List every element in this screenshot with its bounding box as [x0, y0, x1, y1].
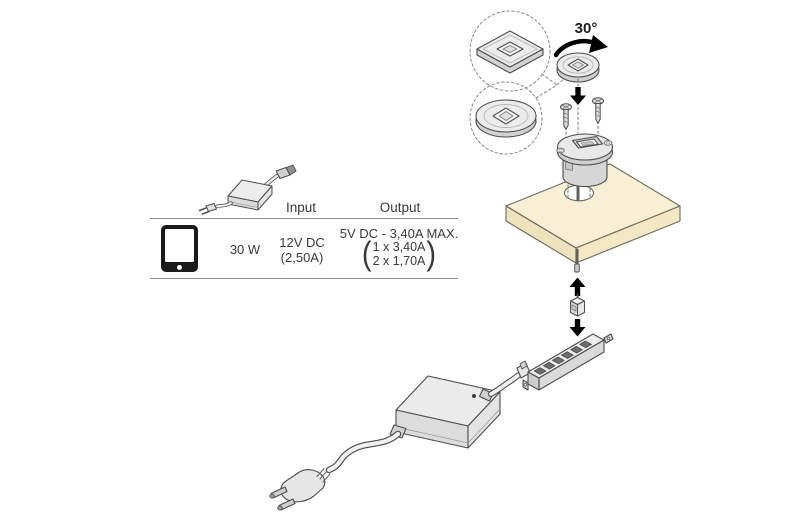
down-arrow-icon [569, 319, 586, 337]
down-arrow-icon [570, 87, 586, 105]
distribution-block-icon [516, 333, 614, 391]
rotation-arrow-icon [553, 35, 608, 58]
cable-icon [574, 248, 580, 273]
output-options: ( 1 x 3,40A 2 x 1,70A ) [336, 235, 462, 273]
tablet-screen [165, 229, 194, 262]
eu-plug-icon [269, 468, 331, 511]
input-voltage: 12V DC [279, 235, 325, 250]
mounting-board-icon [505, 163, 681, 264]
input-value: 12V DC (2,50A) [267, 235, 337, 265]
square-faceplate-icon [476, 30, 544, 74]
table-rule-top [150, 218, 458, 220]
up-arrow-icon [569, 277, 586, 296]
output-max: 5V DC - 3,40A MAX. [339, 226, 459, 241]
screw-icon [592, 97, 604, 124]
tablet-home-button [177, 264, 182, 270]
rotation-angle-label: 30° [575, 20, 598, 37]
usb-charger-module-icon [556, 133, 614, 188]
paren-open: ( [361, 235, 372, 273]
cable-icon [325, 430, 402, 474]
output-option-1: 1 x 3,40A [372, 240, 426, 254]
screw-icon [560, 103, 572, 130]
output-value: 5V DC - 3,40A MAX. ( 1 x 3,40A 2 x 1,70A… [336, 226, 462, 273]
device-power-value: 30 W [229, 242, 261, 257]
output-column-header: Output [379, 200, 421, 215]
table-rule-bottom [150, 278, 458, 280]
cable-icon [488, 372, 521, 397]
output-option-2: 2 x 1,70A [372, 253, 426, 268]
spec-table: Input Output 30 W 12V DC (2,50A) 5V DC -… [150, 165, 460, 285]
round-faceplate-icon [475, 99, 537, 138]
round-cap-icon [556, 52, 600, 83]
paren-close: ) [426, 235, 437, 273]
inline-connector-icon [570, 293, 585, 317]
input-current: (2,50A) [280, 250, 324, 265]
power-supply-mini-icon [198, 164, 297, 215]
tablet-icon [161, 225, 198, 272]
power-supply-icon [389, 375, 501, 449]
faceplate-options-callout [469, 10, 567, 155]
input-column-header: Input [285, 200, 317, 215]
